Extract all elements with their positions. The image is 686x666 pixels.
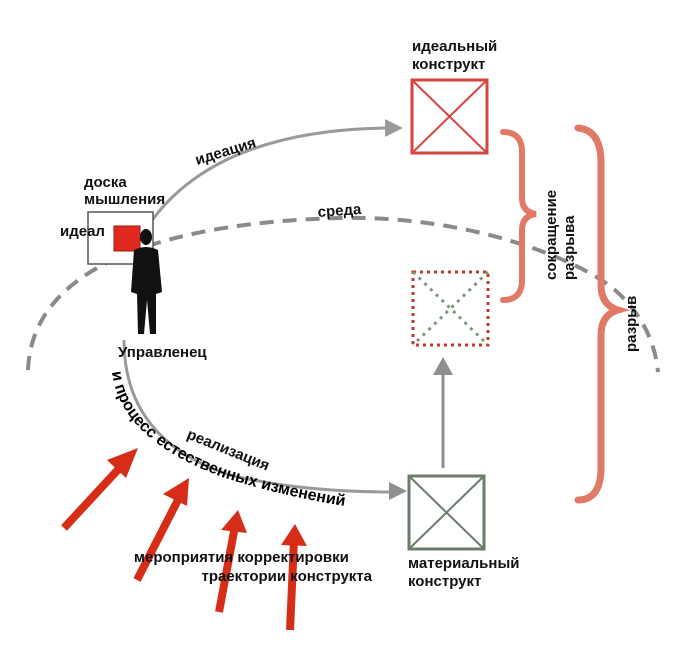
environment-label: среда (317, 201, 362, 221)
ideal-construct-box (410, 78, 489, 155)
realization-arrow-head (389, 482, 407, 500)
correction-measures-label: мероприятия корректировки траектории кон… (134, 549, 373, 585)
ideation-label: идеация (193, 134, 258, 169)
material-construct-box (407, 474, 486, 551)
reduction-gap-label: сокращение разрыва (543, 186, 578, 280)
gap-label: разрыв (623, 296, 640, 352)
ideation-arrow-head (385, 119, 403, 137)
material-construct-label: материальный конструкт (408, 555, 524, 590)
ideal-marker (113, 225, 141, 252)
projected-construct-box (411, 270, 490, 347)
gap-brace (574, 124, 631, 504)
realization-arrow (122, 339, 393, 494)
thinking-board-label: доска мышления (84, 174, 165, 208)
upgrade-arrow-head (433, 357, 453, 375)
ideal-label: идеал (60, 223, 105, 240)
reduction-gap-brace (500, 129, 537, 303)
ideation-arrow (136, 126, 389, 243)
person-silhouette-icon (131, 229, 162, 334)
red-arrow-icon (61, 448, 307, 631)
ideal-construct-label: идеальный конструкт (412, 38, 501, 73)
manager-label: Управленец (118, 344, 207, 361)
environment-ellipse (26, 215, 660, 373)
